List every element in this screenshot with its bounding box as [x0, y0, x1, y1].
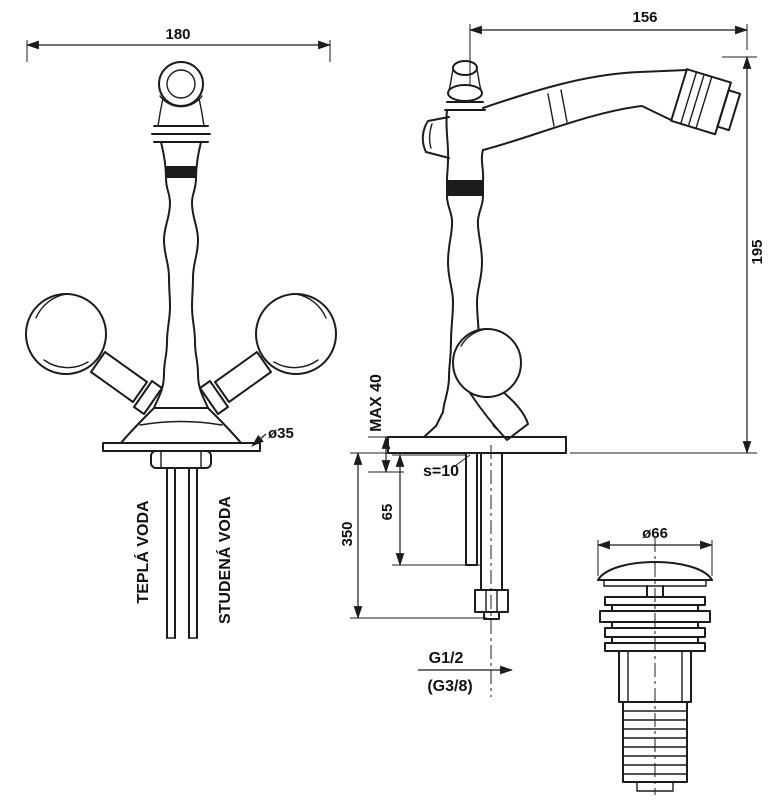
- dim-max40: MAX 40: [368, 374, 404, 474]
- thread-primary-label: G1/2: [429, 650, 464, 667]
- thread-secondary-label: (G3/8): [427, 678, 472, 695]
- threaded-shank: [465, 452, 478, 566]
- side-bracket: [421, 116, 450, 159]
- front-shank-and-hoses: [150, 450, 212, 639]
- side-decor-band: [446, 180, 484, 196]
- dim-350: 350: [339, 451, 487, 620]
- hose-length-label: 350: [339, 521, 356, 546]
- dim-156: 156: [468, 9, 749, 86]
- dim-s10: s=10: [423, 454, 471, 480]
- drain-cap: [597, 561, 713, 598]
- dim-195: 195: [570, 55, 766, 455]
- front-width-dim-label: 180: [165, 26, 190, 43]
- side-view: 156 195: [339, 9, 766, 697]
- left-handle-stem: [90, 351, 148, 403]
- pipe-stub: [483, 611, 500, 620]
- side-handle-ball: [452, 328, 522, 398]
- front-base-flange: [120, 407, 242, 444]
- right-handle-stem: [214, 351, 272, 403]
- hot-water-label: TEPLÁ VODA: [133, 500, 152, 604]
- dim-180: 180: [25, 26, 332, 62]
- front-spout-outlet: [157, 61, 205, 127]
- front-column-body: [153, 141, 209, 409]
- side-finial: [444, 60, 486, 111]
- dim-base-dia: ø35: [251, 425, 294, 447]
- dim-66: ø66: [596, 525, 714, 576]
- front-left-handle: [25, 293, 163, 415]
- drain-body: [618, 650, 692, 792]
- height-dim-label: 195: [749, 239, 766, 264]
- drain-dia-label: ø66: [642, 525, 668, 542]
- side-spout: [482, 69, 688, 151]
- side-handle: [452, 328, 529, 441]
- thread-callout: G1/2 (G3/8): [418, 650, 514, 695]
- plate-thickness-label: s=10: [423, 463, 459, 480]
- cold-water-label: STUDENÁ VODA: [215, 496, 234, 624]
- base-dia-label: ø35: [268, 425, 294, 442]
- side-handle-lever: [469, 390, 529, 441]
- front-right-handle: [199, 293, 337, 415]
- shank-length-label: 65: [379, 504, 396, 521]
- front-decor-band: [166, 166, 196, 178]
- front-neck-rings: [151, 125, 211, 143]
- drain-view: ø66: [596, 525, 714, 795]
- left-handle-ball: [25, 293, 107, 375]
- right-handle-flange: [199, 380, 229, 415]
- side-pipes: [465, 445, 509, 697]
- side-aerator: [670, 68, 742, 136]
- max-mount-label: MAX 40: [368, 374, 385, 432]
- reach-dim-label: 156: [632, 9, 657, 26]
- drain-washers: [599, 596, 711, 652]
- right-handle-ball: [255, 293, 337, 375]
- side-mounting-plate: [387, 436, 567, 454]
- front-view: 180: [25, 26, 337, 639]
- side-column-body: [423, 109, 507, 438]
- left-handle-flange: [133, 380, 163, 415]
- drain-thread: [622, 701, 688, 783]
- front-mounting-plate: [102, 442, 261, 452]
